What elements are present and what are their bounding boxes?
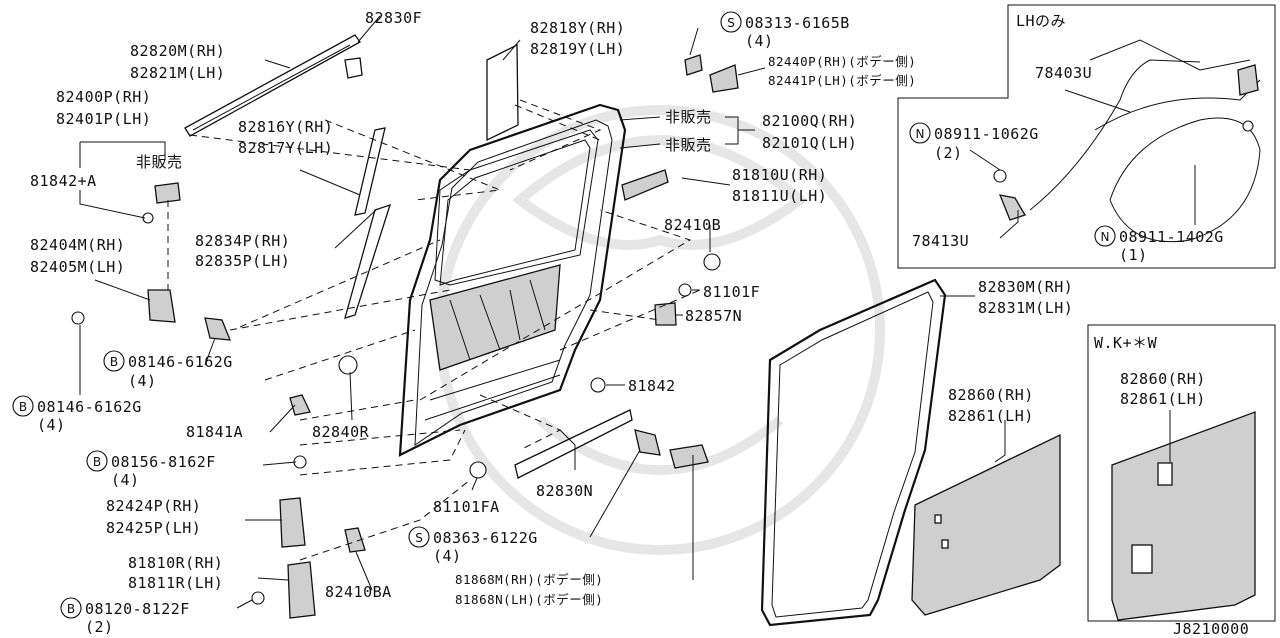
label-nut-08911-1062G-qty: (2) — [934, 144, 963, 162]
label-82404M: 82404M(RH) — [30, 236, 125, 254]
circle-s-2 — [408, 526, 430, 548]
door-trim-panel — [911, 433, 1061, 616]
circle-b-2-letter: B — [19, 400, 27, 414]
label-nut-08911-1402G-qty: (1) — [1119, 246, 1148, 264]
label-82834P: 82834P(RH) — [195, 232, 290, 250]
label-81842: 81842 — [628, 377, 676, 395]
label-81810U: 81810U(RH) — [732, 166, 827, 184]
label-82410BA: 82410BA — [325, 583, 392, 601]
label-82441P: 82441P(LH)(ボデー側) — [768, 73, 916, 88]
label-81811R: 81811R(LH) — [128, 574, 223, 592]
label-81841A: 81841A — [186, 423, 243, 441]
label-bolt-08146-b-qty: (4) — [37, 416, 66, 434]
label-bolt-08120-qty: (2) — [85, 618, 114, 636]
label-82818Y: 82818Y(RH) — [530, 19, 625, 37]
label-bolt-08146-a-qty: (4) — [128, 372, 157, 390]
label-78413U: 78413U — [912, 232, 969, 250]
upper-rail — [184, 34, 363, 137]
label-78403U: 78403U — [1035, 64, 1092, 82]
label-82820M: 82820M(RH) — [130, 42, 225, 60]
label-81101F: 81101F — [703, 283, 760, 301]
label-82424P: 82424P(RH) — [106, 497, 201, 515]
label-82831M: 82831M(LH) — [978, 299, 1073, 317]
label-82405M: 82405M(LH) — [30, 258, 125, 276]
label-bolt-08156: 08156-8162F — [111, 453, 216, 471]
label-bolt-08146-a: 08146-6162G — [128, 353, 233, 371]
inset-wk-lh: 82861(LH) — [1120, 390, 1206, 408]
circle-b-4-letter: B — [67, 602, 75, 616]
inset-lh-labels: LHのみ 78403U 08911-1062G (2) 78413U 08911… — [912, 12, 1224, 264]
inset-wk-title: W.K+＊W — [1094, 334, 1158, 352]
circle-n-2 — [1094, 225, 1116, 247]
label-82400P: 82400P(RH) — [56, 88, 151, 106]
label-82840R: 82840R — [312, 423, 370, 441]
part-labels: 82830F 82820M(RH) 82821M(LH) 82400P(RH) … — [30, 9, 1073, 636]
inset-wk-labels: W.K+＊W 82860(RH) 82861(LH) — [1094, 334, 1206, 408]
circle-s-1-letter: S — [727, 16, 735, 30]
assembly-dashed-lines — [167, 99, 701, 561]
circle-b-4 — [60, 597, 82, 619]
label-bolt-08120: 08120-8122F — [85, 600, 190, 618]
circle-b-2 — [12, 395, 34, 417]
label-hihanbai-left: 非販売 — [136, 153, 183, 171]
circle-n-1 — [909, 122, 931, 144]
circle-s-2-letter: S — [415, 531, 423, 545]
circle-symbols: B B B B S S N N — [12, 11, 1116, 619]
circle-n-2-letter: N — [1101, 230, 1110, 244]
inset-lh-title: LHのみ — [1016, 12, 1066, 30]
door-weatherstrip — [760, 278, 947, 627]
label-82410B: 82410B — [664, 216, 721, 234]
label-82440P: 82440P(RH)(ボデー側) — [768, 54, 916, 69]
label-hihanbai-lh: 非販売 — [665, 136, 712, 154]
label-82835P: 82835P(LH) — [195, 252, 290, 270]
label-82861: 82861(LH) — [948, 407, 1034, 425]
inset-wk-rh: 82860(RH) — [1120, 370, 1206, 388]
label-nut-08911-1402G: 08911-1402G — [1119, 228, 1224, 246]
label-82830N: 82830N — [536, 482, 593, 500]
label-82860: 82860(RH) — [948, 386, 1034, 404]
window-glass-panels — [344, 43, 519, 319]
label-82101Q: 82101Q(LH) — [762, 134, 857, 152]
label-screw-08363-qty: (4) — [433, 547, 462, 565]
label-81811U: 81811U(LH) — [732, 187, 827, 205]
label-82819Y: 82819Y(LH) — [530, 40, 625, 58]
inset-lh-box — [897, 4, 1276, 269]
label-82425P: 82425P(LH) — [106, 519, 201, 537]
circle-n-1-letter: N — [916, 127, 925, 141]
label-screw-08313-qty: (4) — [745, 32, 774, 50]
label-82821M: 82821M(LH) — [130, 64, 225, 82]
label-82830M: 82830M(RH) — [978, 278, 1073, 296]
inset-wk-box — [1087, 324, 1276, 622]
label-82830F: 82830F — [365, 9, 422, 27]
label-82100Q: 82100Q(RH) — [762, 112, 857, 130]
label-bolt-08146-b: 08146-6162G — [37, 398, 142, 416]
label-81810R: 81810R(RH) — [128, 554, 223, 572]
diagram-code: J8210000 — [1173, 620, 1249, 638]
label-82817Y: 82817Y(LH) — [238, 139, 333, 157]
label-81868N: 81868N(LH)(ボデー側) — [455, 592, 603, 607]
label-screw-08363: 08363-6122G — [433, 529, 538, 547]
label-screw-08313: 08313-6165B — [745, 14, 850, 32]
label-82816Y: 82816Y(RH) — [238, 118, 333, 136]
circle-b-3-letter: B — [93, 455, 101, 469]
label-81842A: 81842+A — [30, 172, 97, 190]
label-81868M: 81868M(RH)(ボデー側) — [455, 572, 603, 587]
door-frame — [398, 103, 627, 457]
label-82857N: 82857N — [685, 307, 742, 325]
circle-b-3 — [86, 450, 108, 472]
label-81101FA: 81101FA — [433, 498, 500, 516]
circle-s-1 — [720, 11, 742, 33]
label-bolt-08156-qty: (4) — [111, 471, 140, 489]
circle-b-1 — [103, 350, 125, 372]
label-nut-08911-1062G: 08911-1062G — [934, 125, 1039, 143]
label-82401P: 82401P(LH) — [56, 110, 151, 128]
circle-b-1-letter: B — [110, 355, 118, 369]
leader-lines — [79, 15, 1196, 609]
label-hihanbai-rh: 非販売 — [665, 108, 712, 126]
